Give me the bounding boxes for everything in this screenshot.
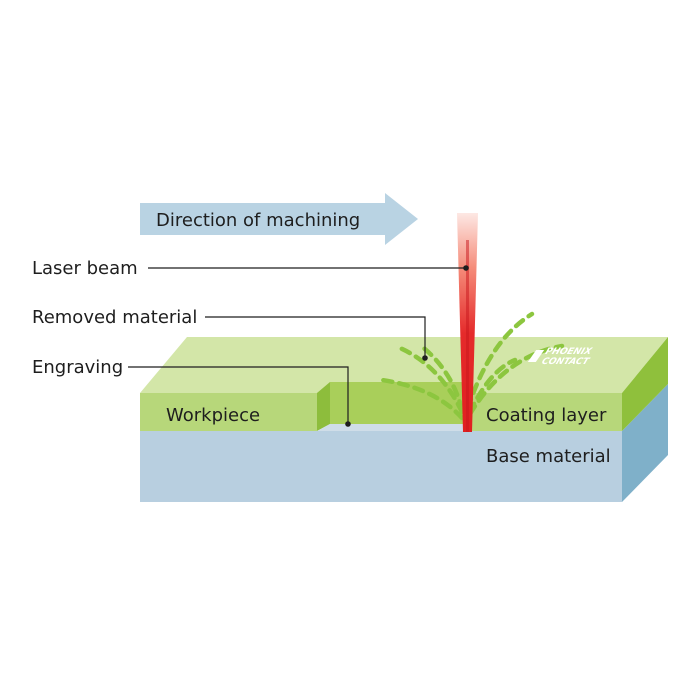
groove-back-wall: [330, 382, 472, 424]
leader-lines: [128, 267, 466, 423]
particle-trail-right-2: [467, 343, 565, 417]
particle-trail-right-3: [467, 357, 518, 415]
logo-line2: CONTACT: [540, 356, 591, 367]
direction-arrow: Direction of machining: [140, 193, 418, 245]
groove-floor: [317, 424, 472, 431]
label-removed-material: Removed material: [32, 307, 197, 328]
leader-dots: [345, 265, 469, 427]
removed-material-particles: [379, 311, 565, 421]
dot-engraving: [345, 421, 351, 427]
direction-label: Direction of machining: [156, 210, 360, 231]
particle-trail-left-1: [397, 345, 465, 415]
laser-beam-core: [466, 240, 469, 432]
label-workpiece: Workpiece: [166, 405, 260, 426]
logo-mark-icon: [527, 350, 545, 362]
particle-trail-left-2: [379, 377, 465, 421]
dot-removed-material: [422, 355, 428, 361]
coating-side: [622, 337, 668, 431]
base-material-front: [140, 431, 622, 502]
workpiece-block: [140, 337, 668, 502]
label-laser-beam: Laser beam: [32, 258, 138, 279]
logo-line1: PHOENIX: [544, 346, 594, 357]
dot-laser-beam: [463, 265, 469, 271]
coating-front-right: [472, 393, 622, 431]
label-coating-layer: Coating layer: [486, 405, 607, 426]
phoenix-contact-logo: PHOENIX CONTACT: [527, 346, 594, 367]
leader-removed-material: [205, 316, 426, 357]
direction-arrow-shape: [140, 193, 418, 245]
base-material-side: [622, 384, 668, 502]
label-engraving: Engraving: [32, 357, 123, 378]
particle-trail-left-3: [417, 342, 465, 413]
groove-left-wall: [317, 382, 330, 431]
label-base-material: Base material: [486, 446, 611, 467]
coating-front-left: [140, 393, 317, 431]
leader-engraving: [128, 366, 349, 423]
